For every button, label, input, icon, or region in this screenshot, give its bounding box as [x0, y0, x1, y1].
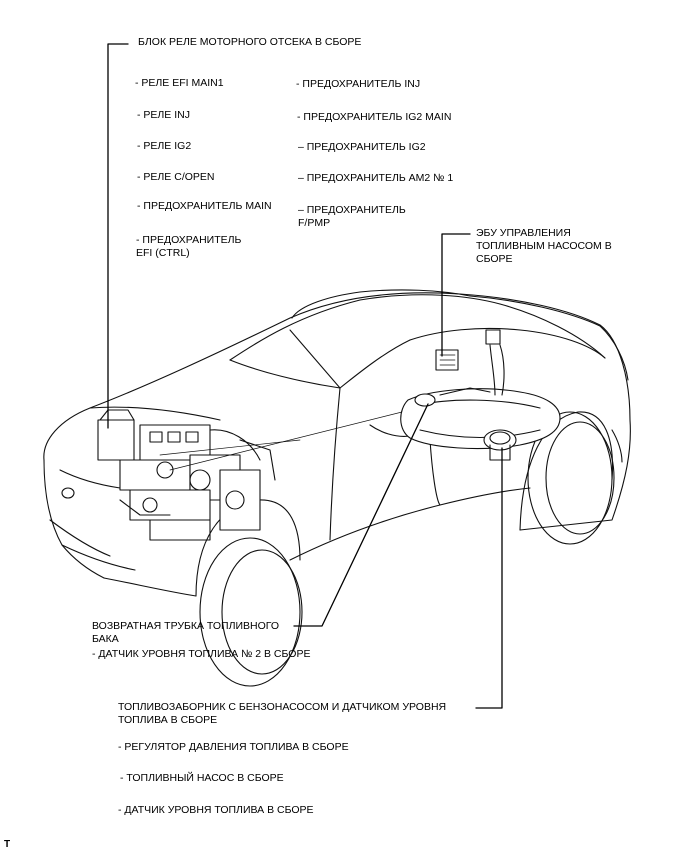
fuse-list-item: – ПРЕДОХРАНИТЕЛЬ IG2 — [298, 141, 426, 153]
relay-list-item: - РЕЛЕ IG2 — [137, 140, 192, 152]
fuel-suction-label: ТОПЛИВОЗАБОРНИК С БЕНЗОНАСОСОМ И ДАТЧИКО… — [118, 701, 447, 726]
relay-list-item: - ПРЕДОХРАНИТЕЛЬ MAIN — [137, 200, 272, 212]
fuel-pump-ecu — [435, 349, 459, 371]
leader-lines — [107, 43, 503, 709]
car-body-outline — [43, 289, 631, 597]
fuel-suction-item: - ТОПЛИВНЫЙ НАСОС В СБОРЕ — [120, 772, 284, 784]
fuse-list-item: - ПРЕДОХРАНИТЕЛЬ INJ — [296, 78, 421, 90]
fuse-list-item: – ПРЕДОХРАНИТЕЛЬ F/PMP — [298, 204, 406, 229]
rear-wheel — [519, 411, 615, 545]
relay-list-item: - РЕЛЕ C/OPEN — [137, 171, 215, 183]
fuse-list-item: - ПРЕДОХРАНИТЕЛЬ IG2 MAIN — [297, 111, 452, 123]
engine-assembly — [97, 409, 411, 541]
fuel-pump-ecu-label: ЭБУ УПРАВЛЕНИЯ ТОПЛИВНЫМ НАСОСОМ В СБОРЕ — [476, 227, 612, 265]
relay-list-item: - РЕЛЕ EFI MAIN1 — [135, 77, 224, 89]
fuel-suction-item: - РЕГУЛЯТОР ДАВЛЕНИЯ ТОПЛИВА В СБОРЕ — [118, 741, 349, 753]
engine-relay-block-title: БЛОК РЕЛЕ МОТОРНОГО ОТСЕКА В СБОРЕ — [138, 36, 362, 48]
fuel-suction-item: - ДАТЧИК УРОВНЯ ТОПЛИВА В СБОРЕ — [118, 804, 314, 816]
relay-list-item: - РЕЛЕ INJ — [137, 109, 190, 121]
fuel-tank-assembly — [400, 329, 561, 461]
return-tube-label: ВОЗВРАТНАЯ ТРУБКА ТОПЛИВНОГО БАКА — [92, 620, 280, 645]
relay-list-item: - ПРЕДОХРАНИТЕЛЬ EFI (CTRL) — [136, 234, 242, 259]
corner-mark: T — [4, 839, 11, 850]
return-tube-item: - ДАТЧИК УРОВНЯ ТОПЛИВА № 2 В СБОРЕ — [92, 648, 311, 660]
fuse-list-item: – ПРЕДОХРАНИТЕЛЬ AM2 № 1 — [298, 172, 454, 184]
